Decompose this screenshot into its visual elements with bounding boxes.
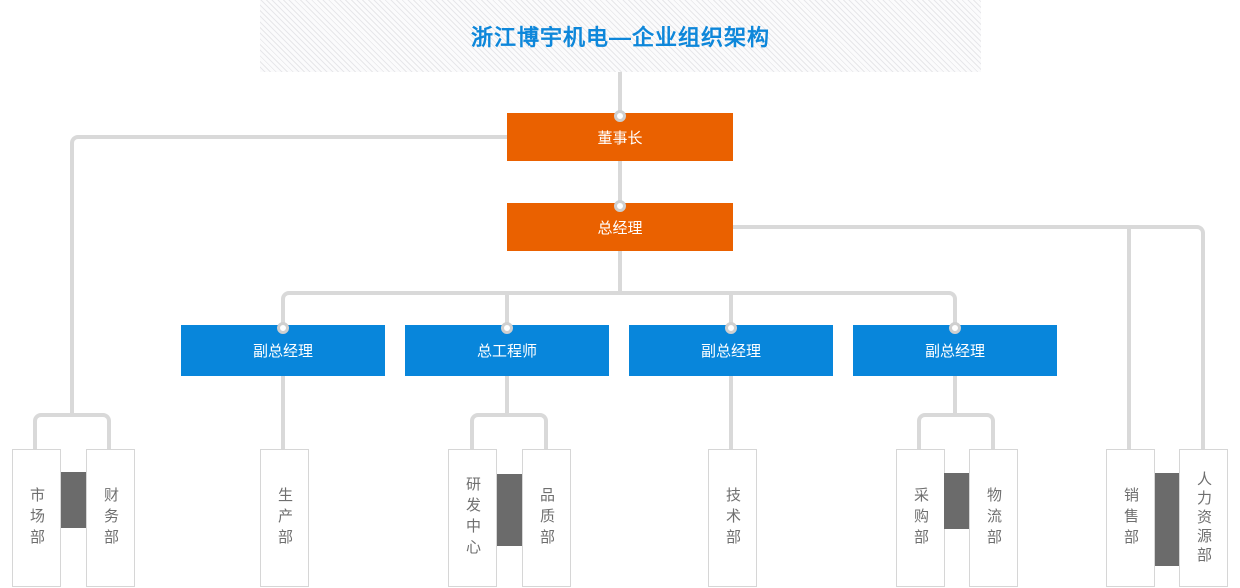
connector-rd-stem bbox=[505, 376, 509, 415]
divider-block-2 bbox=[497, 474, 522, 546]
connector-gm-right-branch bbox=[731, 225, 1205, 453]
anchor-dot-general-manager bbox=[614, 200, 626, 212]
node-deputy-gm-3-label: 副总经理 bbox=[924, 343, 985, 360]
node-dept-quality: 品质部 bbox=[522, 449, 571, 587]
node-dept-human-resources-label: 人力资源部 bbox=[1195, 470, 1212, 566]
connector-drop-production bbox=[281, 376, 285, 452]
connector-purchasing-stem bbox=[953, 376, 957, 415]
node-dept-marketing: 市场部 bbox=[12, 449, 61, 587]
connector-drop-technology bbox=[729, 376, 733, 452]
node-deputy-gm-2-label: 副总经理 bbox=[700, 343, 761, 360]
anchor-dot-deputy-gm-3 bbox=[949, 322, 961, 334]
connector-title-to-chairman bbox=[618, 72, 622, 116]
node-deputy-gm-1: 副总经理 bbox=[181, 325, 385, 376]
node-chief-engineer-label: 总工程师 bbox=[476, 343, 537, 360]
node-dept-sales: 销售部 bbox=[1106, 449, 1155, 587]
connector-purchasing-logistics-tee bbox=[917, 413, 995, 453]
node-dept-production-label: 生产部 bbox=[276, 486, 293, 550]
node-dept-technology: 技术部 bbox=[708, 449, 757, 587]
node-general-manager: 总经理 bbox=[507, 203, 733, 251]
divider-block-4 bbox=[1155, 473, 1180, 566]
connector-drop-sales bbox=[1127, 227, 1131, 453]
node-dept-human-resources: 人力资源部 bbox=[1179, 449, 1228, 587]
connector-chairman-left-branch bbox=[70, 135, 511, 417]
divider-block-1 bbox=[61, 472, 86, 528]
connector-drop-chief-engineer bbox=[505, 293, 509, 327]
node-deputy-gm-1-label: 副总经理 bbox=[252, 343, 313, 360]
connector-drop-deputy-gm-2 bbox=[729, 293, 733, 327]
node-dept-finance: 财务部 bbox=[86, 449, 135, 587]
node-dept-logistics: 物流部 bbox=[969, 449, 1018, 587]
anchor-dot-chairman bbox=[614, 110, 626, 122]
anchor-dot-chief-engineer bbox=[501, 322, 513, 334]
anchor-dot-deputy-gm-2 bbox=[725, 322, 737, 334]
node-dept-purchasing-label: 采购部 bbox=[912, 486, 929, 550]
chart-title: 浙江博宇机电—企业组织架构 bbox=[470, 25, 770, 50]
node-dept-rd-center: 研发中心 bbox=[448, 449, 497, 587]
connector-gm-stem bbox=[618, 251, 622, 295]
node-dept-rd-center-label: 研发中心 bbox=[464, 476, 481, 560]
connector-marketing-finance-tee bbox=[33, 413, 111, 453]
connector-exec-distributor bbox=[281, 291, 957, 327]
node-dept-production: 生产部 bbox=[260, 449, 309, 587]
connector-chairman-to-gm bbox=[618, 161, 622, 207]
node-dept-quality-label: 品质部 bbox=[538, 486, 555, 550]
node-dept-finance-label: 财务部 bbox=[102, 486, 119, 550]
node-dept-sales-label: 销售部 bbox=[1122, 486, 1139, 550]
node-dept-technology-label: 技术部 bbox=[724, 486, 741, 550]
node-dept-purchasing: 采购部 bbox=[896, 449, 945, 587]
connector-rd-quality-tee bbox=[470, 413, 548, 453]
divider-block-3 bbox=[944, 473, 969, 529]
node-dept-logistics-label: 物流部 bbox=[985, 486, 1002, 550]
anchor-dot-deputy-gm-1 bbox=[277, 322, 289, 334]
node-dept-marketing-label: 市场部 bbox=[28, 486, 45, 550]
title-banner: 浙江博宇机电—企业组织架构 bbox=[260, 0, 981, 72]
node-chairman-label: 董事长 bbox=[597, 129, 643, 147]
node-general-manager-label: 总经理 bbox=[597, 219, 643, 237]
